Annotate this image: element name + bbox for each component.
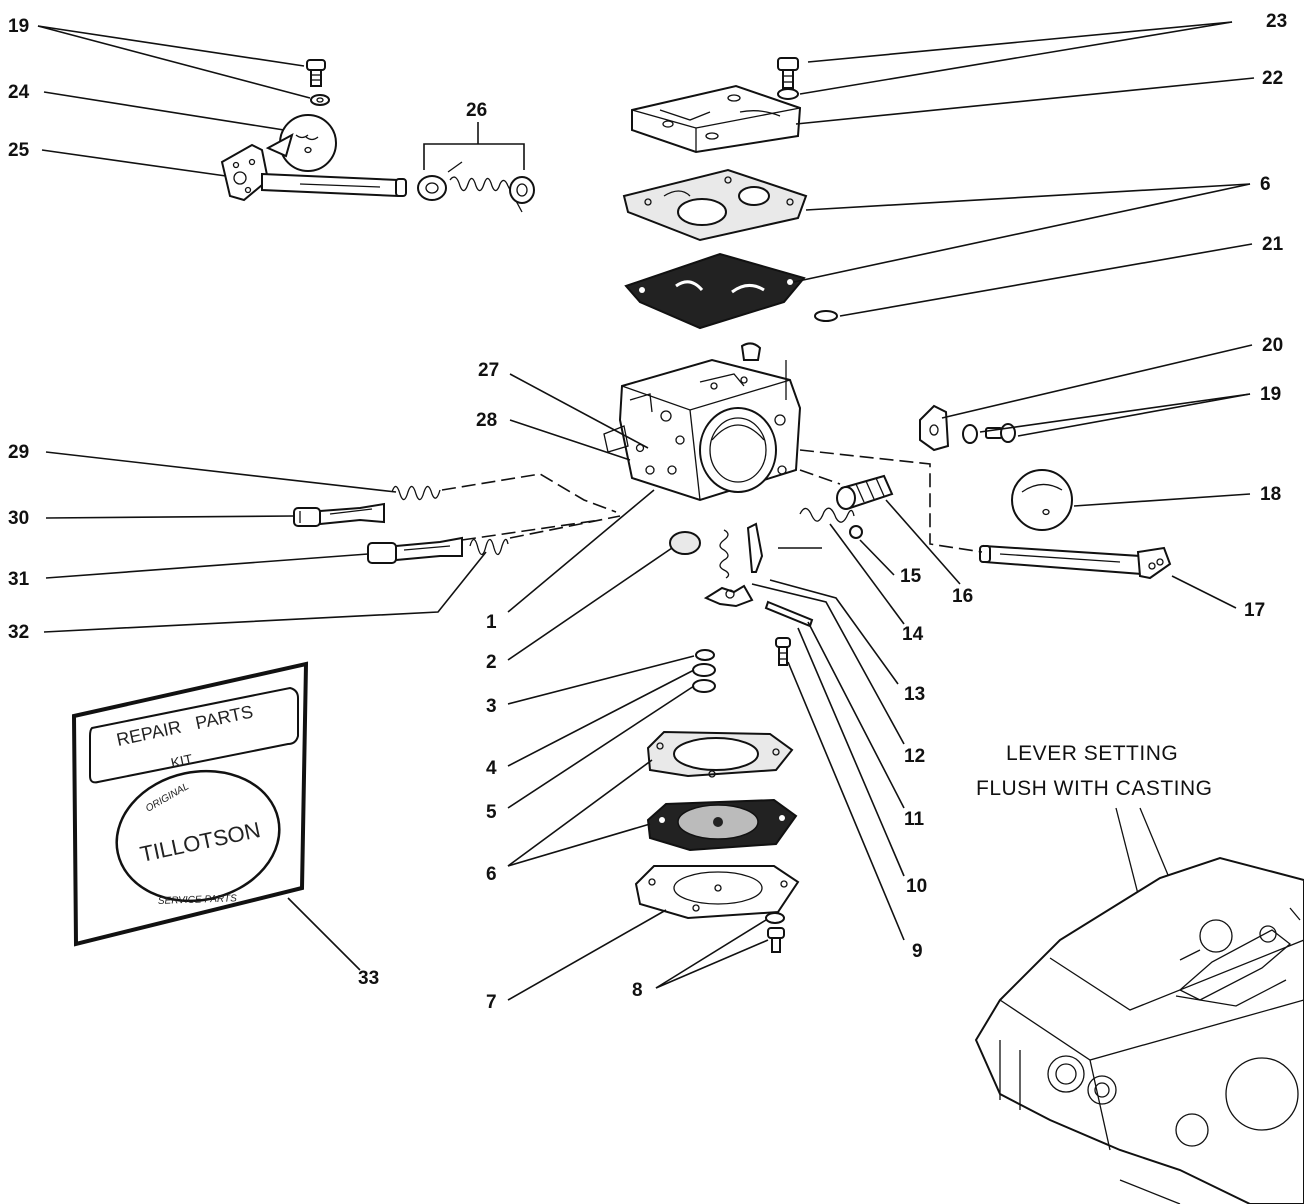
callout-11: 11 xyxy=(904,809,925,830)
callout-27: 27 xyxy=(478,360,499,381)
note-line1: LEVER SETTING xyxy=(1006,742,1178,765)
welch-plug-part-2 xyxy=(669,531,701,555)
ring-part-3 xyxy=(695,649,715,661)
leader-lines xyxy=(37,21,1255,1001)
callout-19-top-left: 19 xyxy=(8,16,29,37)
callout-23: 23 xyxy=(1266,11,1287,32)
lever-setting-detail-view: LEVER SETTING FLUSH WITH CASTING xyxy=(974,742,1304,1204)
spring-group-part-26 xyxy=(417,161,535,213)
callout-8: 8 xyxy=(632,980,643,1001)
lever-screw-part-9 xyxy=(775,637,791,666)
gasket-part-6-upper xyxy=(622,168,808,242)
choke-shaft-assembly xyxy=(799,404,1172,580)
callout-1: 1 xyxy=(486,612,497,633)
needle-valves xyxy=(293,473,621,564)
callout-numbers: 19 24 25 26 23 22 6 21 20 19 18 17 16 15… xyxy=(8,11,1287,1013)
kit-arc-bottom: SERVICE PARTS xyxy=(158,893,238,907)
washer-part-19 xyxy=(962,424,978,444)
choke-plate-part-18 xyxy=(1011,469,1073,531)
callout-21: 21 xyxy=(1262,234,1284,255)
callout-6-top: 6 xyxy=(1260,174,1271,195)
screen-part-5 xyxy=(692,679,716,693)
spring-part-29 xyxy=(391,485,441,501)
kit-title-line2: KIT xyxy=(169,751,194,771)
callout-10: 10 xyxy=(906,876,927,897)
ring-part-4 xyxy=(692,663,716,677)
throttle-shaft-part-25 xyxy=(220,132,407,202)
callout-16: 16 xyxy=(952,586,973,607)
callout-19-right: 19 xyxy=(1260,384,1281,405)
pump-cover-stack xyxy=(622,57,838,330)
lever-pin-part-11 xyxy=(764,600,814,628)
callout-2: 2 xyxy=(486,652,497,673)
carburetor-body xyxy=(603,342,802,502)
callout-28: 28 xyxy=(476,410,497,431)
callout-12: 12 xyxy=(904,746,925,767)
cover-screw-part-23 xyxy=(777,57,799,100)
diaphragm-part-6-upper xyxy=(624,252,806,330)
callout-5: 5 xyxy=(486,802,497,823)
metering-lever-part-12 xyxy=(703,584,754,608)
callout-14: 14 xyxy=(902,624,924,645)
needle-part-31 xyxy=(367,536,463,564)
gasket-part-6-lower xyxy=(646,730,794,778)
callout-33: 33 xyxy=(358,968,379,989)
plug-part-16 xyxy=(836,474,894,510)
valve-part-21 xyxy=(814,310,838,322)
callout-29: 29 xyxy=(8,442,29,463)
callout-9: 9 xyxy=(912,941,923,962)
pump-cover-part-22 xyxy=(631,84,802,154)
screw-part-19-right xyxy=(985,423,1016,443)
callout-3: 3 xyxy=(486,696,497,717)
callout-24: 24 xyxy=(8,82,30,103)
callout-15: 15 xyxy=(900,566,922,587)
callout-13: 13 xyxy=(904,684,925,705)
needle-part-30 xyxy=(293,502,385,527)
callout-6-bottom: 6 xyxy=(486,864,497,885)
screw-part-19 xyxy=(306,59,330,106)
metering-cover-part-7 xyxy=(634,865,800,920)
callout-32: 32 xyxy=(8,622,29,643)
choke-shaft-part-17 xyxy=(979,544,1172,580)
spring-part-32 xyxy=(469,538,509,556)
callout-25: 25 xyxy=(8,140,30,161)
callout-31: 31 xyxy=(8,569,30,590)
throttle-shaft-assembly xyxy=(220,59,535,213)
detent-ball-part-15 xyxy=(849,525,863,539)
metering-parts xyxy=(634,522,814,953)
cover-screws-part-8 xyxy=(765,912,785,953)
callout-20: 20 xyxy=(1262,335,1283,356)
callout-4: 4 xyxy=(486,758,497,779)
detent-spring-part-14 xyxy=(799,507,855,523)
callout-26: 26 xyxy=(466,100,487,121)
callout-7: 7 xyxy=(486,992,497,1013)
note-line2: FLUSH WITH CASTING xyxy=(976,777,1213,800)
callout-17: 17 xyxy=(1244,600,1265,621)
callout-22: 22 xyxy=(1262,68,1283,89)
callout-30: 30 xyxy=(8,508,29,529)
callout-18: 18 xyxy=(1260,484,1281,505)
choke-lever-part-20 xyxy=(919,404,950,452)
diaphragm-part-6-lower xyxy=(646,798,798,852)
repair-parts-kit-card-part-33: REPAIR PARTS KIT TILLOTSON ORIGINAL SERV… xyxy=(71,661,309,947)
inlet-spring xyxy=(719,529,730,579)
inlet-needle-part-13 xyxy=(746,522,764,573)
